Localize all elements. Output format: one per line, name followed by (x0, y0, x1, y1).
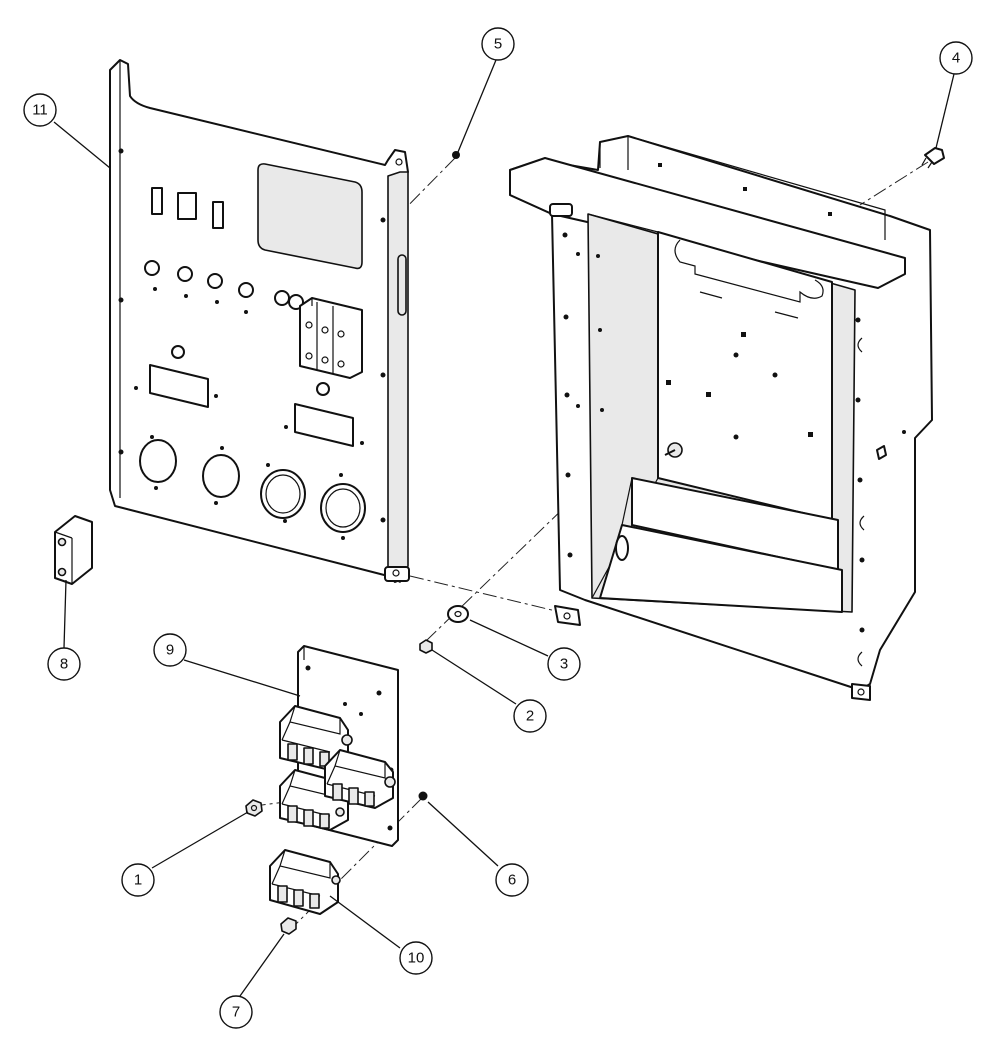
part-3-washer (447, 605, 469, 623)
callout-label: 10 (408, 950, 425, 967)
callout-10: 10 (399, 941, 433, 975)
callout-label: 2 (526, 708, 534, 725)
callout-label: 3 (560, 656, 568, 673)
callout-label: 11 (32, 102, 48, 119)
callout-label: 5 (494, 36, 502, 53)
callout-7: 7 (219, 995, 253, 1029)
part-7-nut (280, 917, 297, 935)
callout-label: 6 (508, 872, 516, 889)
callout-8: 8 (47, 647, 81, 681)
callout-3: 3 (547, 647, 581, 681)
callout-9: 9 (153, 633, 187, 667)
part-1-nut (245, 799, 263, 817)
front-panel (109, 59, 410, 583)
leader-lines (53, 59, 955, 997)
part-9-mounting-plate (279, 645, 399, 847)
part-8-module (54, 515, 93, 585)
enclosure-box (509, 135, 933, 701)
part-10-terminal-block (269, 849, 341, 915)
callout-label: 1 (134, 872, 142, 889)
part-5-screw (452, 151, 460, 159)
part-2-nut (419, 639, 433, 654)
callout-2: 2 (513, 699, 547, 733)
part-4-screw (921, 147, 945, 169)
callout-label: 9 (166, 642, 174, 659)
part-6-screw (418, 791, 428, 801)
callout-label: 4 (952, 50, 960, 67)
callout-label: 7 (232, 1004, 240, 1021)
callout-label: 8 (60, 656, 68, 673)
callout-11: 11 (23, 93, 57, 127)
callout-5: 5 (481, 27, 515, 61)
callout-4: 4 (939, 41, 973, 75)
callout-1: 1 (121, 863, 155, 897)
callout-6: 6 (495, 863, 529, 897)
